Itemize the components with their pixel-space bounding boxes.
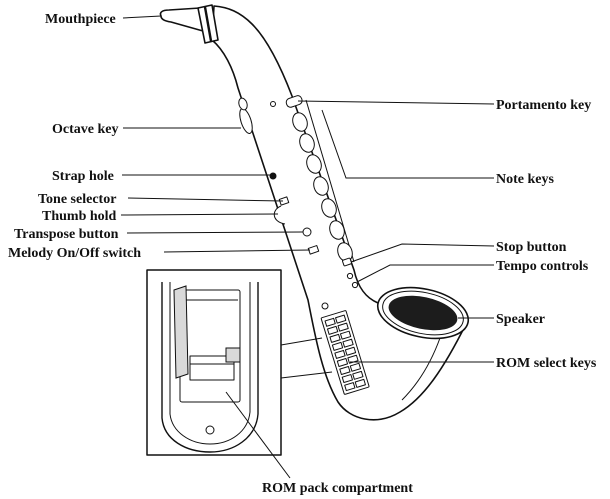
label-strap-hole: Strap hole (52, 169, 114, 184)
label-transpose-button: Transpose button (14, 227, 119, 242)
portamento-hole (271, 102, 276, 107)
label-thumb-hold: Thumb hold (42, 209, 117, 224)
label-note-keys: Note keys (496, 172, 554, 187)
rom-connector (226, 348, 240, 362)
inset-connector-bottom (281, 372, 332, 378)
label-rom-select-keys: ROM select keys (496, 356, 597, 371)
label-tempo-controls: Tempo controls (496, 259, 589, 274)
tempo-control-1 (347, 273, 352, 278)
leader-transpose-button (127, 232, 303, 233)
label-octave-key: Octave key (52, 122, 118, 137)
leader-tone-selector (128, 198, 283, 201)
leader-thumb-hold (121, 214, 278, 215)
leader-note-keys (322, 110, 494, 178)
label-stop-button: Stop button (496, 240, 567, 255)
transpose-button (303, 228, 311, 236)
label-melody-switch: Melody On/Off switch (8, 246, 141, 261)
mouthpiece (160, 8, 203, 31)
strap-hole (270, 173, 277, 180)
leader-stop-button (351, 244, 494, 262)
compartment-latch (206, 426, 214, 434)
compartment-lid (174, 286, 188, 378)
label-mouthpiece: Mouthpiece (45, 12, 116, 27)
tempo-control-2 (352, 282, 357, 287)
label-portamento-key: Portamento key (496, 98, 591, 113)
rom-compartment-inset (147, 270, 281, 455)
leader-mouthpiece (123, 16, 161, 18)
body-hole (322, 303, 328, 309)
compartment-opening (180, 290, 240, 402)
leader-tempo-controls (357, 265, 494, 282)
leader-melody-switch (164, 250, 310, 252)
label-rom-pack-compartment: ROM pack compartment (262, 481, 413, 496)
label-speaker: Speaker (496, 312, 545, 327)
leader-portamento-key (298, 101, 494, 104)
label-tone-selector: Tone selector (38, 192, 116, 207)
